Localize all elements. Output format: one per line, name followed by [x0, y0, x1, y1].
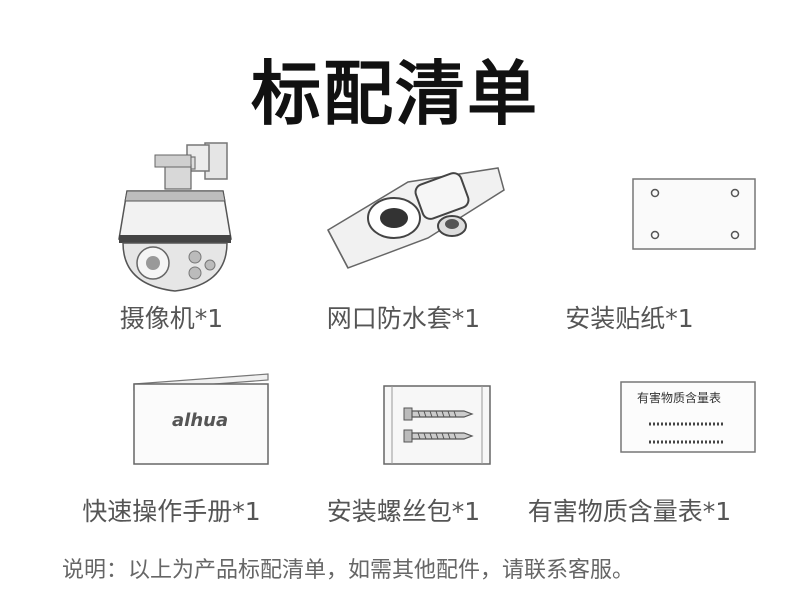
item-camera — [23, 135, 286, 295]
hazard-card-title: 有害物质含量表 — [637, 390, 721, 405]
item-manual: alhua — [40, 370, 303, 466]
item-sticker — [562, 175, 790, 253]
item-hazard-table: 有害物质含量表 — [557, 380, 790, 456]
manual-icon: alhua — [132, 373, 269, 465]
item-screw-pack — [276, 384, 539, 466]
footnote: 说明：以上为产品标配清单，如需其他配件，请联系客服。 — [62, 558, 635, 583]
item-label: 安装螺丝包*1 — [326, 497, 481, 526]
item-label: 网口防水套*1 — [326, 304, 481, 333]
page-title: 标配清单 — [251, 53, 539, 135]
item-waterproof-cover — [276, 160, 539, 270]
waterproof-cover-icon — [326, 167, 505, 269]
camera-icon — [54, 135, 255, 295]
manual-brand: alhua — [172, 410, 228, 431]
item-label: 安装贴纸*1 — [565, 304, 694, 333]
item-label: 有害物质含量表*1 — [527, 497, 732, 526]
hazard-table-icon: 有害物质含量表 — [619, 381, 756, 453]
sticker-icon — [631, 178, 756, 250]
screw-pack-icon — [382, 385, 491, 465]
item-label: 摄像机*1 — [119, 304, 224, 333]
item-label: 快速操作手册*1 — [82, 497, 261, 526]
